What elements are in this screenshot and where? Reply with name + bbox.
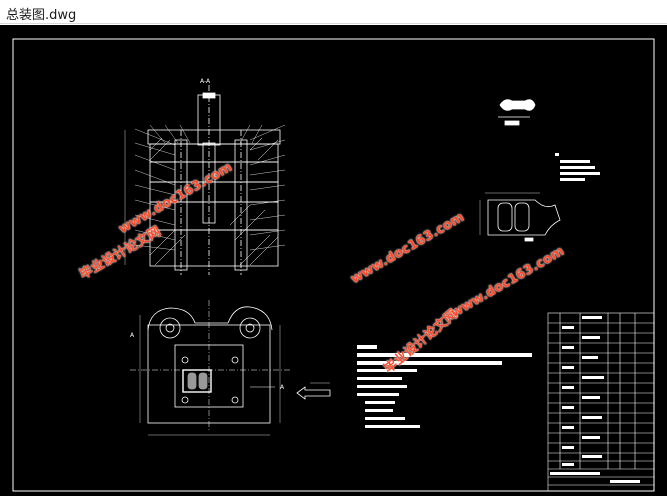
cad-drawing: A-A [12, 38, 655, 492]
section-mark-right: A [280, 384, 285, 391]
section-label: A-A [200, 78, 211, 85]
drawing-border [12, 38, 655, 492]
tech-notes-upper [555, 153, 600, 181]
feed-arrow [296, 382, 331, 400]
section-view: A-A [124, 78, 286, 275]
parts-list [547, 312, 655, 492]
section-mark-top: A [130, 332, 135, 339]
strip-layout [479, 192, 561, 242]
tech-requirements [357, 345, 532, 428]
window-titlebar: 总装图.dwg [0, 0, 667, 24]
drawing-canvas[interactable]: A-A [0, 25, 667, 496]
plan-view: A A [130, 300, 290, 436]
window-title: 总装图.dwg [6, 8, 77, 23]
workpiece-view [498, 99, 536, 126]
